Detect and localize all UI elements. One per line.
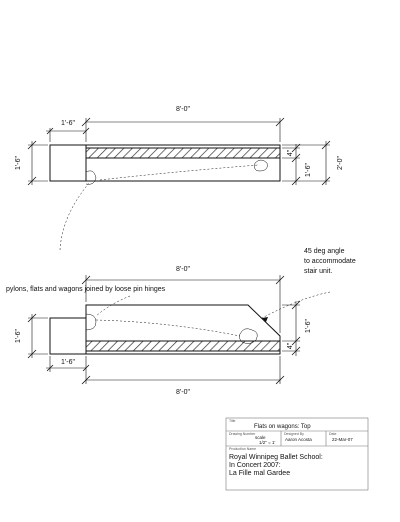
title-label: Title xyxy=(229,419,236,423)
top-right-inner-label: 1'-6" xyxy=(305,163,312,177)
top-leader-line xyxy=(59,181,91,251)
top-width-label: 8'-0" xyxy=(176,106,190,113)
top-left-height-label: 1'-6" xyxy=(15,156,22,170)
designed-by-label: Designed By xyxy=(284,432,304,436)
bottom-width-bottom-label: 8'-0" xyxy=(176,389,190,396)
scale-value: 1/2" = 1' xyxy=(259,440,275,445)
school-line1: Royal Winnipeg Ballet School: xyxy=(229,454,323,461)
top-view xyxy=(27,117,331,251)
angle-note-line1: 45 deg angle xyxy=(304,248,345,255)
hinge-note-leader xyxy=(95,295,131,317)
top-pylon xyxy=(49,144,87,182)
top-hinge-sketch-left xyxy=(85,170,97,185)
bottom-hinge-sketch-left xyxy=(85,313,97,331)
production-label: Production Name xyxy=(229,447,256,451)
bottom-width-top-label: 8'-0" xyxy=(176,266,190,273)
angle-note-leader xyxy=(261,291,331,319)
school-line2: In Concert 2007: xyxy=(229,462,281,469)
bottom-left-small-label: 1'-6" xyxy=(61,359,75,366)
top-wagon xyxy=(85,144,281,182)
angle-note-line2: to accommodate xyxy=(304,258,356,265)
top-right-thin-label: 4" xyxy=(287,149,294,156)
bottom-pylon xyxy=(49,317,87,355)
top-right-total-label: 2'-0" xyxy=(337,156,344,170)
title-value: Flats on wagons: Top xyxy=(254,424,311,430)
date-value: 22-Mar-07 xyxy=(332,437,353,442)
hinge-note: pylons, flats and wagons joined by loose… xyxy=(6,286,166,293)
date-label: Date xyxy=(329,432,336,436)
title-block xyxy=(225,417,369,491)
drawing-number-label: Drawing Number xyxy=(229,432,256,436)
scale-label: scale xyxy=(255,435,266,440)
bottom-flat xyxy=(85,340,281,352)
bottom-right-thin-label: 4" xyxy=(287,342,294,349)
bottom-left-height-label: 1'-6" xyxy=(15,329,22,343)
school-line3: La Fille mal Gardee xyxy=(229,470,290,477)
bottom-view xyxy=(27,275,331,385)
angle-note-line3: stair unit. xyxy=(304,268,332,275)
designed-by-value: Aaron Acosta xyxy=(285,437,312,442)
top-hinge-sketch-right xyxy=(254,159,268,172)
bottom-right-inner-label: 1'-6" xyxy=(305,319,312,333)
bottom-hinge-sketch-right xyxy=(239,328,258,344)
top-left-small-label: 1'-6" xyxy=(61,120,75,127)
top-flat xyxy=(85,147,281,159)
